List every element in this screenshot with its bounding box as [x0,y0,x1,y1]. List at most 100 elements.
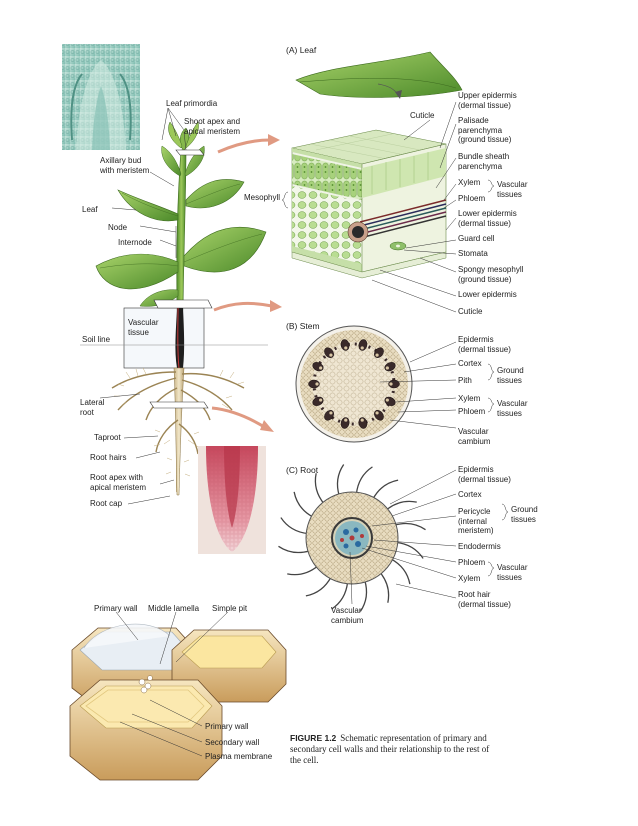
label-root-cap: Root cap [90,499,123,508]
section-c-title: (C) Root [286,465,319,475]
section-a-title: (A) Leaf [286,45,317,55]
label-root-hair: Root hair (dermal tissue) [458,590,511,609]
label-upper-epidermis: Upper epidermis (dermal tissue) [458,91,517,110]
label-root-apex: Root apex with apical meristem [90,473,147,492]
stem-bundle-highlight [385,398,389,402]
cell-leader-lines [115,611,229,757]
label-middle-lamella: Middle lamella [148,604,200,613]
label-root-ground-tissues: Ground tissues [511,505,538,524]
label-leaf-vascular-tissues: Vascular tissues [497,180,528,199]
label-root-hairs: Root hairs [90,453,127,462]
label-primary-wall: Primary wall [205,722,249,731]
label-stem-vascular-cambium: Vascular cambium [458,427,491,446]
label-plasma-membrane: Plasma membrane [205,752,273,761]
label-lower-epidermis-dermal: Lower epidermis (dermal tissue) [458,209,517,228]
label-palisade: Palisade parenchyma (ground tissue) [458,116,512,144]
stem-vascular-bundle [388,379,400,389]
leaf-leader-lines [371,101,457,313]
label-soil-line: Soil line [82,335,111,344]
root-hair-strand [372,479,399,500]
label-primary-wall-top: Primary wall [94,604,138,613]
root-hair-strand [355,466,373,495]
label-node: Node [108,223,128,232]
label-stem-pith: Pith [458,376,472,385]
label-cuticle-bottom: Cuticle [458,307,483,316]
label-vascular-tissue: Vascular tissue [128,318,159,337]
label-internode: Internode [118,238,152,247]
root-system [111,367,245,496]
stem-bundle-highlight [319,366,323,370]
label-simple-pit: Simple pit [212,604,248,613]
label-root-phloem: Phloem [458,558,486,567]
root-cross-section [278,464,426,612]
stem-bundle-highlight [360,346,364,350]
label-root-xylem: Xylem [458,574,481,583]
label-stem-xylem: Xylem [458,394,481,403]
label-root-cortex: Cortex [458,490,482,499]
label-secondary-wall: Secondary wall [205,738,260,747]
root-hair-strand [385,500,417,511]
label-leaf-primordia: Leaf primordia [166,99,218,108]
label-stem-epidermis: Epidermis (dermal tissue) [458,335,511,354]
vascular-tissue-box [123,307,205,369]
label-bundle-sheath: Bundle sheath parenchyma [458,152,510,171]
leaf-cross-section-block [291,129,447,279]
stem-cross-section [295,325,413,443]
stem-bundle-highlight [360,418,364,422]
root-hair-strand [331,581,349,610]
stem-bundle-highlight [319,398,323,402]
stem-bundle-highlight [375,411,379,415]
root-leader-lines [349,469,457,605]
stem-bundle-highlight [315,382,319,386]
label-lower-epidermis: Lower epidermis [458,290,517,299]
root-hair-strand [336,464,345,497]
shoot-apex-micrograph [62,44,140,150]
label-stem-ground-tissues: Ground tissues [497,366,524,385]
root-hair-strand [314,473,325,505]
label-guard-cell: Guard cell [458,234,495,243]
root-hair-strand [280,517,309,535]
label-axillary-bud: Axillary bud with meristem [100,156,150,175]
root-hair-strand [293,491,314,518]
label-leaf-xylem: Xylem [458,178,481,187]
root-hair-strand [359,579,368,612]
label-cuticle-top: Cuticle [410,111,435,120]
label-lateral-root: Lateral root [80,398,105,417]
stem-bundle-highlight [329,411,333,415]
root-hair-strand [390,558,411,585]
root-tip-micrograph [198,446,266,554]
label-pericycle: Pericycle (internal meristem) [458,507,494,535]
root-hair-strand [278,545,311,554]
stem-bundle-highlight [329,353,333,357]
label-taproot: Taproot [94,433,121,442]
stem-bundle-highlight [375,353,379,357]
plant-leader-lines [99,107,187,505]
label-root-vascular-tissues: Vascular tissues [497,563,528,582]
root-hair-strand [305,576,332,597]
leaf-drawing [295,51,463,98]
stem-bundle-highlight [385,366,389,370]
right-upper-leaf [185,179,245,209]
stem-vascular-bundle [308,379,320,389]
label-leaf: Leaf [82,205,98,214]
right-lower-leaf [183,226,267,273]
section-b-title: (B) Stem [286,321,320,331]
label-stem-phloem: Phloem [458,407,486,416]
label-root-vascular-cambium: Vascular cambium [331,606,364,625]
stem-bundle-highlight [344,346,348,350]
cell-wall-model [69,623,287,781]
caption-text: Schematic representation of primary and … [290,733,490,765]
label-leaf-phloem: Phloem [458,194,486,203]
root-hair-strand [395,541,424,559]
root-hair-strand [379,571,390,603]
left-lower-leaf [95,253,179,290]
label-stem-vascular-tissues: Vascular tissues [497,399,528,418]
root-hair-strand [287,565,319,576]
stem-leader-lines [379,341,457,429]
label-stomata: Stomata [458,249,488,258]
root-hair-strand [393,522,426,531]
stem-bundle-highlight [344,418,348,422]
label-shoot-apex: Shoot apex and apical meristem [184,117,241,136]
